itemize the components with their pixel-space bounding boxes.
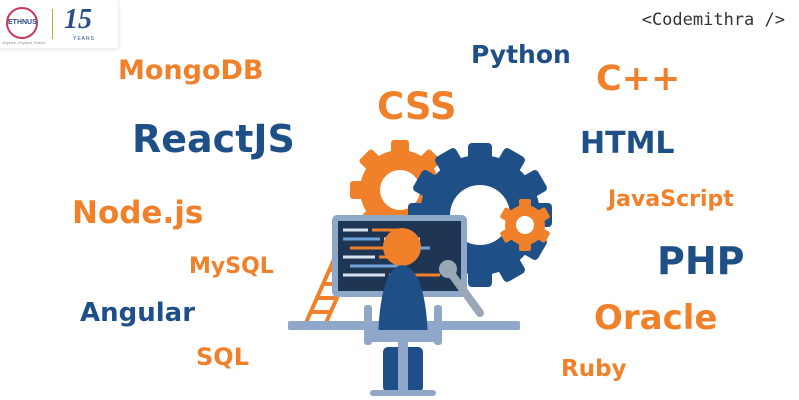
tech-label-ruby: Ruby: [561, 356, 627, 382]
wrench-icon: [439, 260, 484, 317]
tech-label-css: CSS: [377, 85, 457, 128]
tech-label-nodejs: Node.js: [72, 195, 204, 231]
codemithra-brand: <Codemithra />: [641, 10, 785, 30]
tech-label-reactjs: ReactJS: [132, 117, 295, 161]
tech-label-mysql: MySQL: [189, 254, 274, 279]
logo-tagline: Explore. Expand. Enrich: [2, 40, 46, 45]
tech-label-javascript: JavaScript: [608, 187, 734, 212]
tech-label-php: PHP: [657, 239, 745, 283]
tech-label-html: HTML: [580, 126, 675, 161]
developer-at-computer-with-gears-icon: [288, 140, 552, 396]
logo-divider: [52, 9, 53, 39]
chair-icon: [364, 305, 442, 396]
anniversary-number: 15: [64, 4, 92, 35]
tech-label-python: Python: [471, 40, 571, 69]
logo-circle-text: ETHNUS: [8, 19, 37, 26]
tech-label-sql: SQL: [196, 343, 249, 371]
ethnus-logo: ETHNUS Explore. Expand. Enrich 15 YEARS: [0, 0, 119, 49]
tech-label-angular: Angular: [80, 298, 196, 328]
gear-icon: [500, 199, 550, 251]
tech-label-cpp: C++: [596, 59, 681, 99]
anniversary-label: YEARS: [73, 36, 95, 42]
ethnus-logo-mark: ETHNUS: [6, 7, 38, 39]
tech-label-mongodb: MongoDB: [118, 55, 264, 86]
tech-label-oracle: Oracle: [594, 298, 718, 338]
